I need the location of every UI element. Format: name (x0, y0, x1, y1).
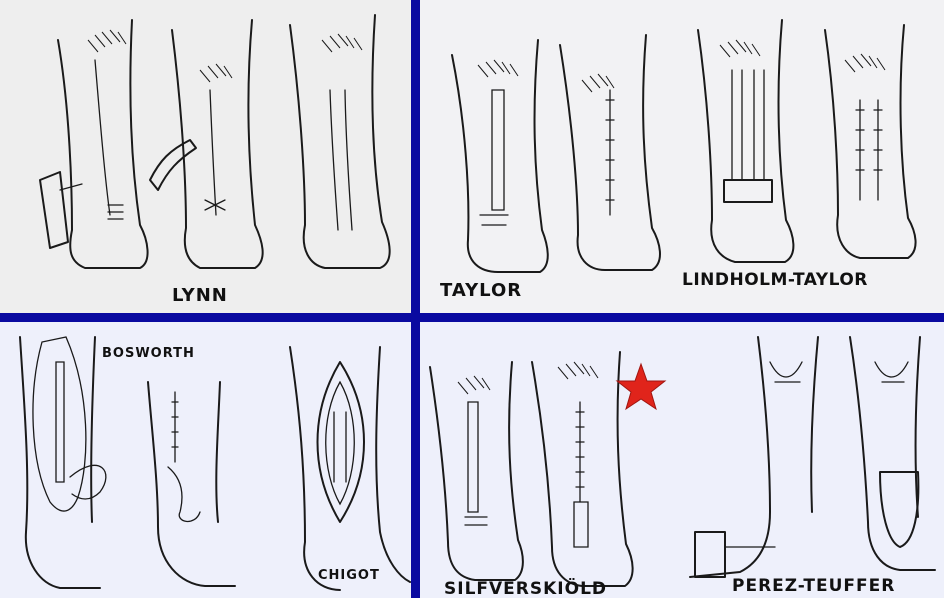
horizontal-divider (0, 313, 944, 322)
perez-teuffer-leg-2 (850, 337, 935, 570)
label-taylor: TAYLOR (440, 280, 522, 301)
label-chigot: CHIGOT (318, 568, 380, 583)
lynn-drawings (0, 0, 411, 314)
lindholm-leg-2 (825, 25, 916, 258)
silfverskiold-leg-2 (532, 352, 633, 586)
taylor-drawings (420, 0, 944, 314)
label-lynn: LYNN (172, 285, 228, 306)
label-silfverskiold: SILFVERSKIÖLD (444, 579, 607, 598)
panel-bosworth: BOSWORTH CHIGOT (0, 322, 411, 598)
bosworth-leg-1 (20, 337, 106, 588)
perez-teuffer-leg-1 (690, 337, 818, 577)
bosworth-drawings (0, 322, 411, 598)
lynn-leg-2 (150, 20, 263, 268)
star-icon (617, 364, 665, 409)
panel-silfverskiold: SILFVERSKIÖLD PEREZ-TEUFFER (420, 322, 944, 598)
label-perez-teuffer: PEREZ-TEUFFER (732, 576, 895, 596)
panel-lynn: LYNN (0, 0, 411, 314)
label-bosworth: BOSWORTH (102, 346, 195, 361)
lindholm-leg-1 (698, 20, 793, 262)
vertical-divider (411, 0, 420, 598)
taylor-leg-2 (560, 35, 660, 270)
panel-taylor: TAYLOR LINDHOLM-TAYLOR (420, 0, 944, 314)
taylor-leg-1 (452, 40, 548, 272)
lynn-leg-1 (40, 20, 148, 268)
silfverskiold-drawings (420, 322, 944, 598)
chigot-leg (290, 347, 410, 590)
silfverskiold-leg-1 (430, 362, 523, 580)
lynn-leg-3 (290, 15, 390, 268)
label-lindholm-taylor: LINDHOLM-TAYLOR (682, 270, 868, 290)
bosworth-leg-2 (148, 382, 235, 586)
